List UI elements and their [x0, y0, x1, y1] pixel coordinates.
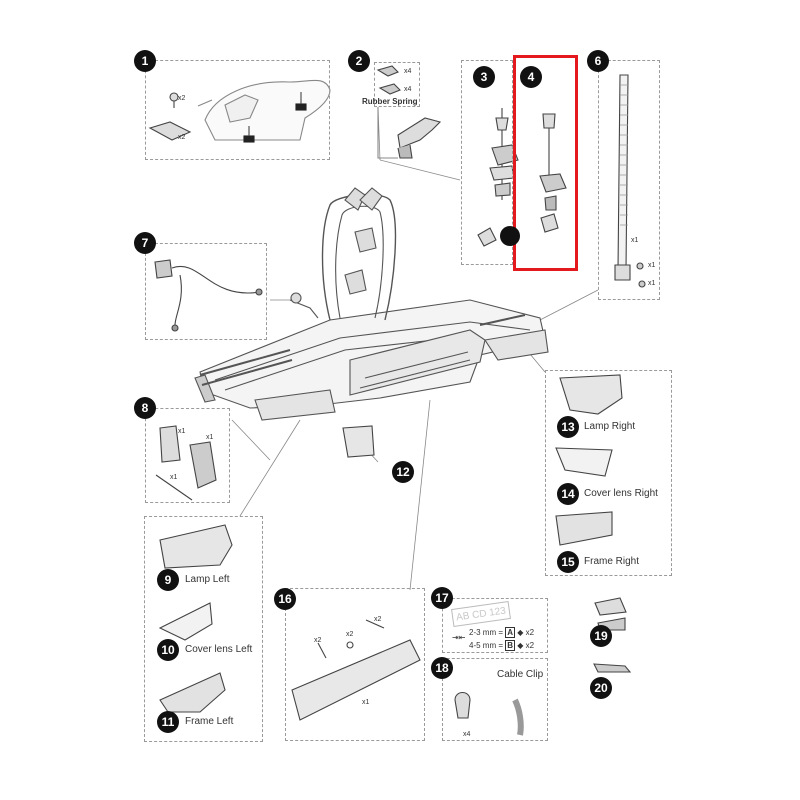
badge-part-12[interactable]: 12 [392, 461, 414, 483]
label-cable-clip: Cable Clip [497, 669, 544, 680]
badge-part-20[interactable]: 20 [590, 677, 612, 699]
parts-13-15-artwork [555, 374, 623, 546]
part-12-artwork [342, 425, 375, 458]
badge-part-7[interactable]: 7 [134, 232, 156, 254]
qty-part-2-b: x4 [404, 86, 412, 93]
badge-part-11[interactable]: 11 [157, 711, 179, 733]
qty-part-8-c: x1 [170, 474, 178, 481]
box-parts-9-11 [144, 516, 263, 742]
spacer-icon-a: ◆ [517, 628, 524, 637]
part-7-artwork [154, 259, 263, 332]
box-part-17 [442, 598, 548, 653]
qty-part-16-a: x2 [314, 637, 322, 644]
badge-part-17[interactable]: 17 [431, 587, 453, 609]
spacer-row-b: 4-5 mm = B ◆ x2 [469, 640, 534, 651]
part-6-artwork [614, 74, 646, 288]
badge-part-19[interactable]: 19 [590, 625, 612, 647]
badge-part-3[interactable]: 3 [473, 66, 495, 88]
qty-part-16-c: x2 [374, 616, 382, 623]
box-part-2 [374, 62, 420, 107]
badge-part-18[interactable]: 18 [431, 657, 453, 679]
spacer-range-b: 4-5 mm = [469, 641, 504, 650]
label-cover-lens-left: Cover lens Left [185, 644, 253, 655]
qty-part-1-bracket: x2 [178, 134, 186, 141]
badge-part-6[interactable]: 6 [587, 50, 609, 72]
badge-part-4[interactable]: 4 [520, 66, 542, 88]
spacer-code-b: B [505, 640, 516, 651]
badge-part-15[interactable]: 15 [557, 551, 579, 573]
part-16-artwork [291, 619, 421, 721]
box-part-3 [461, 60, 513, 265]
badge-part-1[interactable]: 1 [134, 50, 156, 72]
qty-part-6-strap: x1 [631, 237, 639, 244]
badge-part-16[interactable]: 16 [274, 588, 296, 610]
badge-part-8[interactable]: 8 [134, 397, 156, 419]
part-2-artwork [376, 65, 442, 159]
label-frame-left: Frame Left [185, 716, 234, 727]
label-lamp-right: Lamp Right [584, 421, 636, 432]
badge-part-5[interactable]: 5 [500, 226, 520, 246]
box-part-8 [145, 408, 230, 503]
qty-part-6-washer: x1 [648, 280, 656, 287]
badge-part-9[interactable]: 9 [157, 569, 179, 591]
badge-part-13[interactable]: 13 [557, 416, 579, 438]
spacer-icon-b: ◆ [517, 641, 524, 650]
spacer-row-a: 2-3 mm = A ◆ x2 [469, 627, 534, 638]
box-part-18 [442, 658, 548, 741]
spacer-code-a: A [505, 627, 516, 638]
part-1-artwork [148, 79, 331, 143]
spacer-qty-a: x2 [525, 628, 535, 637]
leader-lines [231, 106, 599, 591]
qty-part-6-screw: x1 [648, 262, 656, 269]
part-4-artwork [539, 113, 567, 233]
label-rubber-spring: Rubber Spring [362, 97, 418, 106]
qty-part-8-a: x1 [178, 428, 186, 435]
box-part-7 [145, 243, 267, 340]
qty-part-16-b: x2 [346, 631, 354, 638]
badge-part-14[interactable]: 14 [557, 483, 579, 505]
parts-9-11-artwork [158, 524, 233, 713]
part-8-artwork [155, 425, 217, 501]
part-18-artwork [454, 691, 524, 736]
qty-part-16-d: x1 [362, 699, 370, 706]
part-3-artwork [477, 108, 519, 247]
box-part-1 [145, 60, 330, 160]
part-4-highlight [513, 55, 578, 271]
label-lamp-left: Lamp Left [185, 574, 230, 585]
label-cover-lens-right: Cover lens Right [584, 488, 658, 499]
qty-part-8-b: x1 [206, 434, 214, 441]
qty-part-18: x4 [463, 731, 471, 738]
box-parts-13-15 [545, 370, 672, 576]
qty-part-2-a: x4 [404, 68, 412, 75]
qty-part-1-screw: x2 [178, 95, 186, 102]
spacer-qty-b: x2 [525, 641, 535, 650]
label-frame-right: Frame Right [584, 556, 640, 567]
spacer-arrows-icon: ⇥⇤ [452, 633, 466, 642]
parts-19-20-artwork [593, 597, 632, 673]
spacer-range-a: 2-3 mm = [469, 628, 504, 637]
badge-part-2[interactable]: 2 [348, 50, 370, 72]
bike-carrier-main [194, 187, 549, 421]
box-part-6 [598, 60, 660, 300]
badge-part-10[interactable]: 10 [157, 639, 179, 661]
box-part-16 [285, 588, 425, 741]
